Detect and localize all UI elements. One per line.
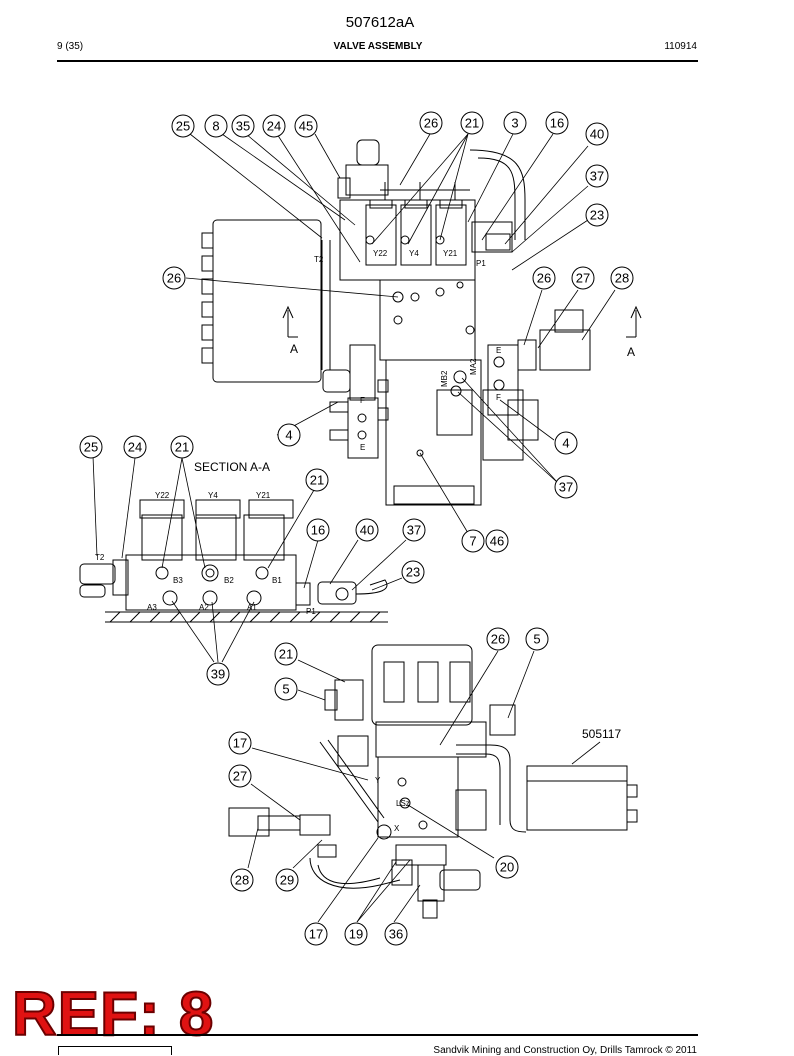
- port-label-mb2: MB2: [440, 370, 449, 387]
- callout-top: 21: [465, 116, 479, 131]
- port-label-y: Y: [375, 776, 381, 785]
- section-mark-right: A: [627, 345, 635, 359]
- port-label-p1: P1: [306, 607, 316, 616]
- page-title: VALVE ASSEMBLY: [333, 41, 423, 52]
- port-label-f: F: [360, 396, 365, 405]
- callout-section: 37: [407, 523, 421, 538]
- port-label-t2: T2: [314, 255, 324, 264]
- callout-top: 23: [590, 208, 604, 223]
- document-code: 507612aA: [345, 14, 415, 31]
- port-label-y21: Y21: [443, 249, 458, 258]
- callout-top: 37: [559, 480, 573, 495]
- port-label-lsz: LSz: [396, 799, 410, 808]
- callout-section: 16: [311, 523, 325, 538]
- port-label-y22: Y22: [373, 249, 388, 258]
- callout-top: 45: [299, 119, 313, 134]
- document-date: 110914: [664, 41, 697, 52]
- port-label-t2: T2: [95, 553, 105, 562]
- section-title: SECTION A-A: [194, 460, 270, 474]
- callout-bottom: 36: [389, 927, 403, 942]
- callout-bottom: 17: [309, 927, 323, 942]
- callout-top: 46: [490, 534, 504, 549]
- callout-section: 21: [310, 473, 324, 488]
- callout-section: 25: [84, 440, 98, 455]
- port-label-b2: B2: [224, 576, 234, 585]
- callout-top: 25: [176, 119, 190, 134]
- callout-bottom: 26: [491, 632, 505, 647]
- footer-rule: [57, 1034, 698, 1036]
- port-label-b1: B1: [272, 576, 282, 585]
- callout-section: 39: [211, 667, 225, 682]
- callout-top: 28: [615, 271, 629, 286]
- port-label-e: E: [496, 346, 501, 355]
- port-label-y21: Y21: [256, 491, 271, 500]
- callout-section: 24: [128, 440, 142, 455]
- port-label-e: E: [360, 443, 365, 452]
- callout-top: 4: [285, 428, 292, 443]
- callout-top: 26: [537, 271, 551, 286]
- callout-top: 26: [167, 271, 181, 286]
- callout-bottom: 21: [279, 647, 293, 662]
- callout-top: 26: [424, 116, 438, 131]
- callout-top: 24: [267, 119, 281, 134]
- callout-top: 4: [562, 436, 569, 451]
- brand-logo: [58, 1046, 172, 1055]
- callout-top: 3: [511, 116, 518, 131]
- port-label-ma2: MA2: [469, 358, 478, 375]
- callout-section: 21: [175, 440, 189, 455]
- callout-bottom: 5: [282, 682, 289, 697]
- part-reference-label: 505117: [582, 727, 621, 741]
- callout-bottom: 5: [533, 632, 540, 647]
- port-label-x: X: [394, 824, 400, 833]
- callout-bottom: 19: [349, 927, 363, 942]
- callout-top: 8: [212, 119, 219, 134]
- page-number: 9 (35): [57, 41, 84, 52]
- callout-top: 35: [236, 119, 250, 134]
- callout-top: 27: [576, 271, 590, 286]
- port-label-y4: Y4: [409, 249, 419, 258]
- section-mark-left: A: [290, 342, 298, 356]
- callout-bottom: 28: [235, 873, 249, 888]
- callout-bottom: 17: [233, 736, 247, 751]
- port-label-a2: A2: [199, 603, 209, 612]
- port-label-f: F: [496, 393, 501, 402]
- callout-bottom: 27: [233, 769, 247, 784]
- header-rule: [57, 60, 698, 62]
- callout-section: 23: [406, 565, 420, 580]
- copyright-text: Sandvik Mining and Construction Oy, Dril…: [433, 1045, 697, 1056]
- port-label-a1: A1: [247, 603, 257, 612]
- port-label-a3: A3: [147, 603, 157, 612]
- reference-stamp: REF: 8: [11, 980, 215, 1049]
- callout-top: 40: [590, 127, 604, 142]
- callout-bottom: 29: [280, 873, 294, 888]
- callout-top: 16: [550, 116, 564, 131]
- port-label-p1: P1: [476, 259, 486, 268]
- callout-section: 40: [360, 523, 374, 538]
- callout-bottom: 20: [500, 860, 514, 875]
- port-label-y22: Y22: [155, 491, 170, 500]
- port-label-b3: B3: [173, 576, 183, 585]
- callout-top: 7: [469, 534, 476, 549]
- port-label-y4: Y4: [208, 491, 218, 500]
- callout-top: 37: [590, 169, 604, 184]
